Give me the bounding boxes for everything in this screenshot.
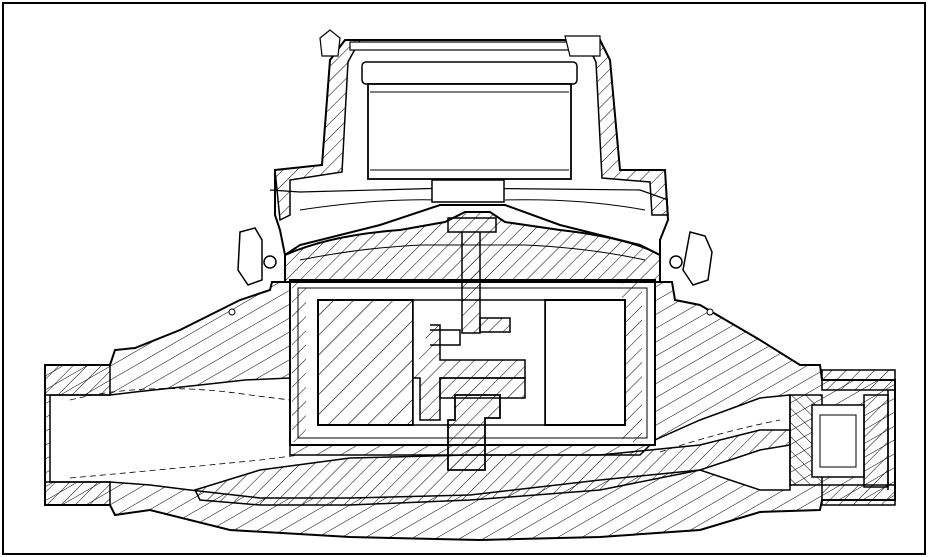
outlet-port	[821, 369, 896, 506]
inlet-port	[44, 364, 111, 506]
register-dial-drum	[361, 61, 578, 203]
meter-body	[44, 281, 896, 542]
outlet-strainer	[789, 390, 889, 490]
